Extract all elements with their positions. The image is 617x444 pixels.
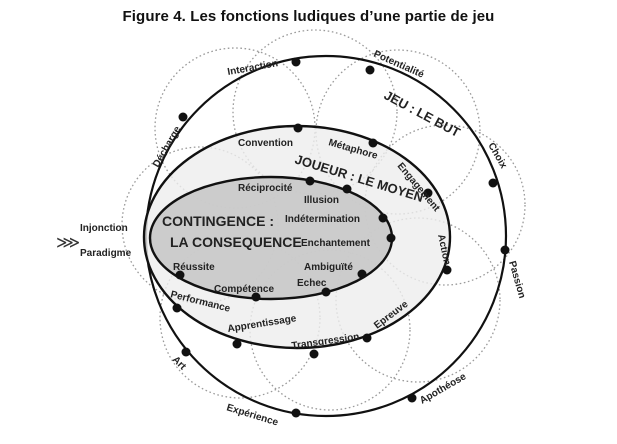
node-convention (293, 123, 303, 133)
label-indetermination: Indétermination (285, 214, 360, 225)
node-action (442, 265, 452, 275)
node-illusion (342, 184, 352, 194)
dotted-circle (364, 124, 526, 286)
label-reciprocite: Réciprocité (238, 183, 293, 194)
node-performance (172, 303, 182, 313)
label-art: Art (170, 354, 188, 372)
inner-ring-heading: CONTINGENCE : LA CONSEQUENCE (162, 213, 302, 250)
label-passion: Passion (506, 260, 527, 300)
node-potentialite (365, 65, 375, 75)
node-enchantement (386, 233, 396, 243)
dotted-circle (249, 249, 411, 411)
label-competence: Compétence (214, 284, 274, 295)
heading-la-consequence: LA CONSEQUENCE (170, 234, 302, 250)
node-reussite (175, 270, 185, 280)
input-arrow-icon: ⋙ (56, 233, 80, 253)
node-indetermination (378, 213, 388, 223)
label-ambiguite: Ambiguïté (304, 262, 353, 273)
label-enchantement: Enchantement (301, 238, 371, 249)
heading-contingence: CONTINGENCE : (162, 213, 274, 229)
label-reussite: Réussite (173, 262, 215, 273)
label-convention: Convention (238, 138, 293, 149)
node-art (181, 347, 191, 357)
dotted-circle (232, 29, 398, 195)
node-decharge (178, 112, 188, 122)
node-interaction (291, 57, 301, 67)
node-dots (172, 57, 510, 418)
node-reciprocite (305, 176, 315, 186)
node-transgression (309, 349, 319, 359)
node-engagement (423, 188, 433, 198)
node-apprentissage (232, 339, 242, 349)
inner-ring-labels: Réciprocité Illusion Indétermination Enc… (173, 183, 371, 295)
node-competence (251, 292, 261, 302)
node-ambiguite (357, 269, 367, 279)
node-epreuve (362, 333, 372, 343)
node-passion (500, 245, 510, 255)
node-experience (291, 408, 301, 418)
node-apotheose (407, 393, 417, 403)
label-injonction: Injonction (80, 223, 128, 234)
node-metaphore (368, 138, 378, 148)
figure-title: Figure 4. Les fonctions ludiques d’une p… (122, 8, 495, 25)
node-choix (488, 178, 498, 188)
inputs: ⋙ Injonction Paradigme (56, 223, 132, 259)
label-echec: Echec (297, 278, 327, 289)
label-illusion: Illusion (304, 195, 339, 206)
node-echec (321, 287, 331, 297)
label-paradigme: Paradigme (80, 248, 132, 259)
